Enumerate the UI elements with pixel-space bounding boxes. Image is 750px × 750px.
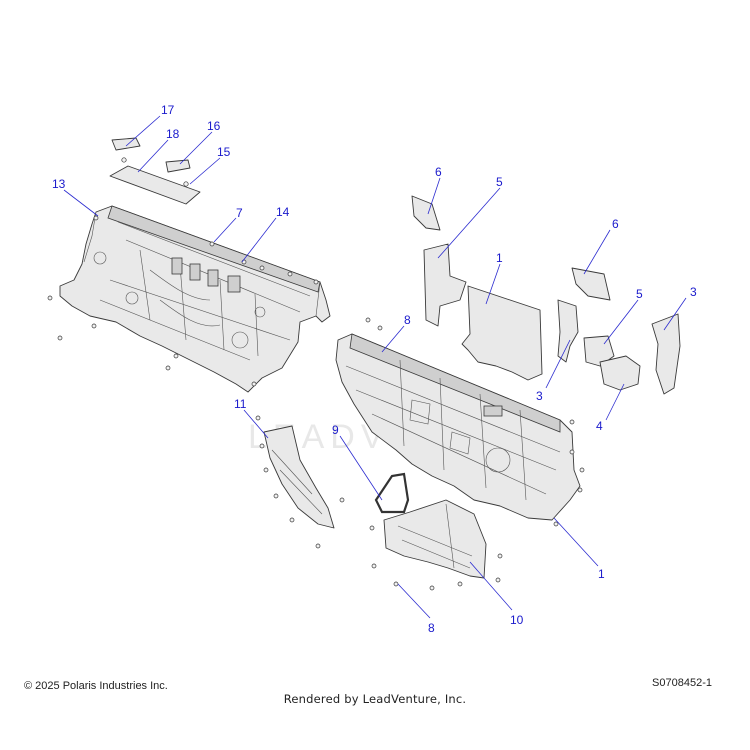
part-5-insulation-pad-upper[interactable]: [423, 243, 467, 327]
part-6-insulation-pad-right[interactable]: [571, 267, 611, 301]
callout-6-right[interactable]: 6: [612, 217, 619, 231]
callout-5-upper[interactable]: 5: [496, 175, 503, 189]
callout-5-right[interactable]: 5: [636, 287, 643, 301]
callout-17[interactable]: 17: [161, 103, 175, 117]
part-18-seal-strip[interactable]: [109, 165, 201, 205]
callout-13[interactable]: 13: [52, 177, 66, 191]
callout-15[interactable]: 15: [217, 145, 231, 159]
part-16-clip[interactable]: [165, 159, 191, 173]
callout-8-lower[interactable]: 8: [428, 621, 435, 635]
callout-3-right[interactable]: 3: [690, 285, 697, 299]
callout-4[interactable]: 4: [596, 419, 603, 433]
firewall-panel[interactable]: [335, 333, 581, 521]
part-3-insulation-strip-right[interactable]: [651, 313, 681, 395]
fasteners-lower-assembly: [255, 317, 585, 591]
callout-16[interactable]: 16: [207, 119, 221, 133]
callout-10[interactable]: 10: [510, 613, 524, 627]
callout-11[interactable]: 11: [234, 397, 247, 411]
part-9-gasket-ring[interactable]: [374, 472, 410, 514]
callout-18[interactable]: 18: [166, 127, 180, 141]
callout-14[interactable]: 14: [276, 205, 290, 219]
part-4-insulation-pad[interactable]: [599, 355, 641, 391]
callout-6-upper[interactable]: 6: [435, 165, 442, 179]
leader-lines: [63, 115, 687, 619]
callout-3-center[interactable]: 3: [536, 389, 543, 403]
diagram-reference-code: S0708452-1: [652, 677, 712, 689]
part-11-lower-panel[interactable]: [263, 425, 335, 529]
callout-7[interactable]: 7: [236, 206, 243, 220]
callout-9[interactable]: 9: [332, 423, 339, 437]
callout-numbers: 17 18 16 15 13 7 14 6 5 1 6 3 8 5 3 4 11…: [52, 103, 697, 635]
copyright-text: © 2025 Polaris Industries Inc.: [24, 680, 168, 692]
rendered-by-text: Rendered by LeadVenture, Inc.: [283, 692, 467, 706]
part-6-insulation-pad-upper[interactable]: [411, 195, 441, 231]
part-10-lower-firewall-panel[interactable]: [383, 499, 487, 579]
part-3-insulation-strip-center[interactable]: [557, 299, 579, 363]
part-15-fastener[interactable]: [121, 157, 189, 187]
part-1-insulation-panel[interactable]: [461, 285, 543, 381]
callout-8-upper[interactable]: 8: [404, 313, 411, 327]
part-17-clip[interactable]: [111, 137, 141, 151]
callout-1-upper[interactable]: 1: [496, 251, 503, 265]
upper-dash-panel-assembly[interactable]: [59, 205, 331, 393]
callout-1-lower[interactable]: 1: [598, 567, 605, 581]
